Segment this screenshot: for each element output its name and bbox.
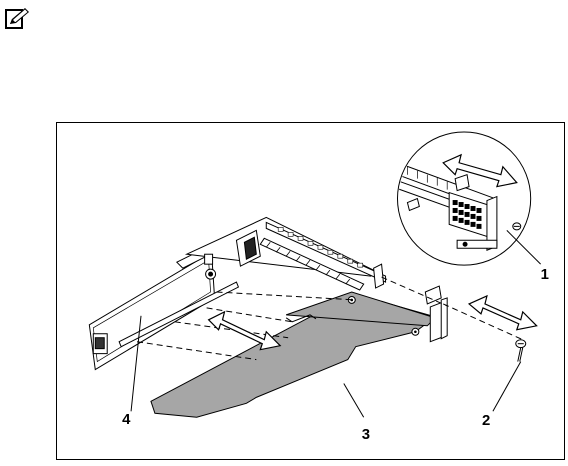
callout-2: 2 bbox=[482, 413, 490, 429]
note-pencil-icon bbox=[4, 6, 32, 32]
card-bracket bbox=[425, 286, 447, 342]
callout-4: 4 bbox=[122, 412, 131, 428]
callout-3: 3 bbox=[362, 427, 370, 443]
screw-icon bbox=[516, 340, 526, 362]
slide-arrow-left bbox=[209, 312, 281, 350]
riser-card-figure: 1 2 3 4 bbox=[56, 122, 565, 460]
detail-inset bbox=[397, 132, 530, 265]
riser-card-illustration: 1 2 3 4 bbox=[57, 123, 564, 459]
slide-arrow-right bbox=[469, 296, 537, 330]
callout-1: 1 bbox=[541, 267, 549, 283]
